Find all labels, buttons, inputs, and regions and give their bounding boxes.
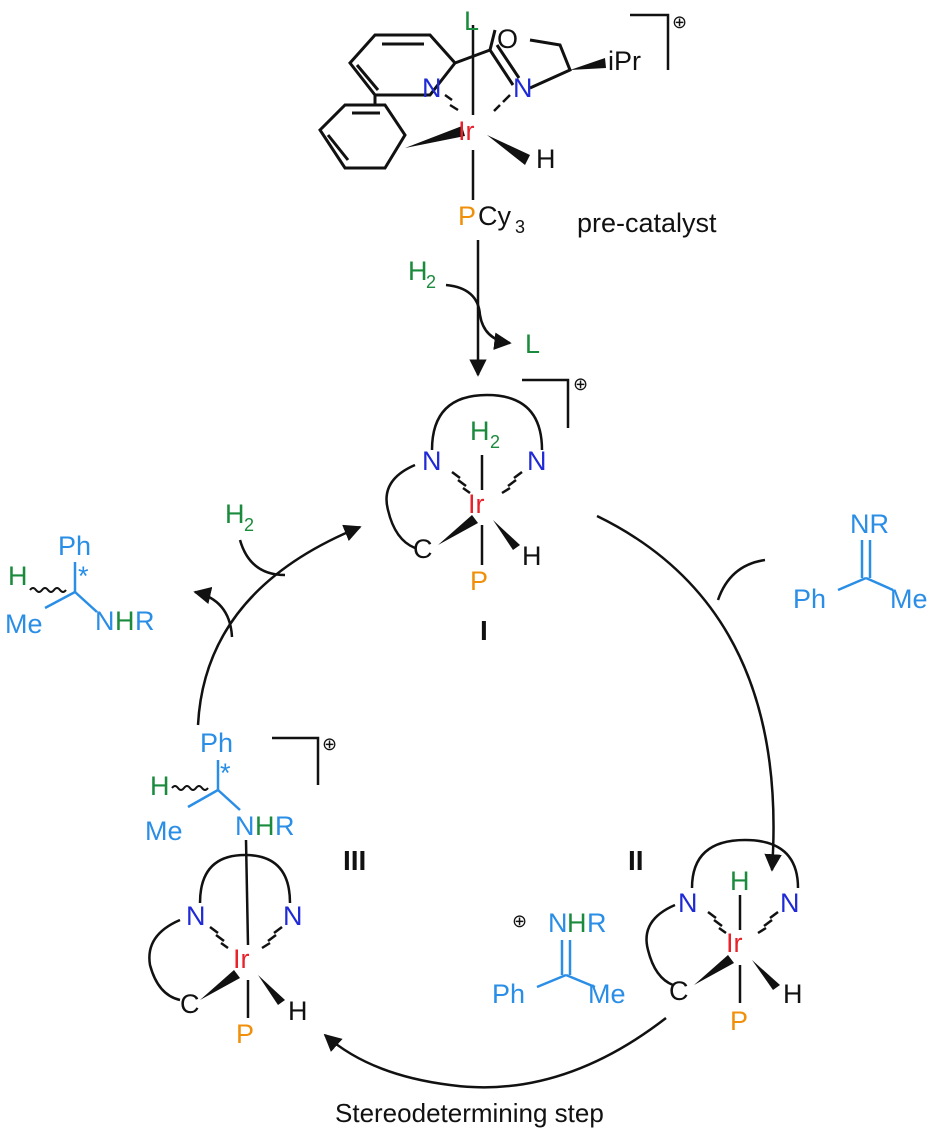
III-phosphorus: P (236, 1019, 254, 1049)
III-hydride: H (288, 996, 308, 1026)
II-iridium: Ir (726, 928, 743, 958)
precatalyst-structure (318, 13, 670, 200)
cycle-arrow-III-to-I (196, 524, 362, 726)
activation-curly-arrow (445, 283, 512, 350)
I-h2-h: H (470, 416, 490, 446)
III-charge: ⊕ (322, 734, 337, 754)
intermediate-II-structure (645, 838, 800, 1003)
substrate-in-arrow (716, 558, 766, 601)
precatalyst-charge: ⊕ (672, 12, 687, 32)
product-methyl: Me (5, 609, 43, 639)
isopropyl-label: iPr (608, 46, 641, 76)
pcy3-subscript: 3 (515, 217, 525, 237)
II-hydride: H (783, 979, 803, 1009)
cycle-arrow-I-to-II (596, 514, 782, 872)
III-n: N (235, 811, 255, 841)
III-carbon: C (180, 989, 200, 1019)
III-iridium: Ir (233, 944, 250, 974)
stereodetermining-caption: Stereodetermining step (335, 1098, 604, 1128)
III-nitrogen-right: N (283, 901, 303, 931)
III-stereo-star: * (220, 758, 231, 788)
imine-phenyl: Ph (793, 584, 826, 614)
product-nh-h: H (115, 606, 135, 636)
intermediate-I-structure (385, 378, 570, 565)
imine-nr: NR (850, 509, 889, 539)
precatalyst-ligand-l: L (464, 6, 479, 36)
product-n: N (95, 606, 115, 636)
II-carbon: C (669, 976, 689, 1006)
cycle-h2-h: H (225, 499, 245, 529)
II-label: II (628, 845, 644, 876)
activation-h2-subscript: 2 (426, 272, 436, 292)
I-iridium: Ir (468, 489, 485, 519)
cycle-h2-subscript: 2 (244, 515, 254, 535)
product-phenyl: Ph (58, 531, 91, 561)
I-charge: ⊕ (573, 374, 588, 394)
iminium-structure (536, 940, 596, 989)
pcy3-cyclohexyl: Cy (478, 201, 511, 231)
phenyl-ring (318, 103, 407, 170)
imine-methyl: Me (890, 584, 928, 614)
product-h: H (8, 561, 28, 591)
iminium-h: H (567, 908, 587, 938)
precatalyst-hydride: H (536, 144, 556, 174)
iminium-phenyl: Ph (492, 979, 525, 1009)
II-nitrogen-right: N (780, 888, 800, 918)
I-nitrogen-left: N (422, 446, 442, 476)
III-phenyl: Ph (200, 728, 233, 758)
pyridine-ring (348, 33, 457, 97)
III-h: H (150, 771, 170, 801)
pyridine-nitrogen: N (422, 73, 442, 103)
precatalyst-label: pre-catalyst (577, 208, 717, 238)
intermediate-III-structure (148, 736, 320, 1018)
I-hydride: H (522, 541, 542, 571)
h2-in-arrow (238, 539, 286, 577)
precatalyst-iridium: Ir (458, 116, 475, 146)
I-label: I (480, 615, 488, 646)
product-r: R (135, 606, 155, 636)
oxazoline-oxygen: O (497, 24, 518, 54)
iminium-r: R (587, 908, 607, 938)
released-ligand-l: L (525, 329, 540, 359)
II-nitrogen-left: N (678, 888, 698, 918)
amine-product-structure (29, 562, 98, 613)
iminium-charge: ⊕ (512, 911, 527, 931)
activation-h2-h: H (408, 256, 428, 286)
cycle-arrow-II-to-III (323, 1017, 667, 1089)
III-label: III (343, 845, 366, 876)
III-r: R (275, 811, 295, 841)
III-nh-h: H (255, 811, 275, 841)
III-nitrogen-left: N (186, 901, 206, 931)
I-h2-subscript: 2 (490, 432, 500, 452)
II-hydride-top: H (730, 866, 750, 896)
pcy3-phosphorus: P (458, 201, 476, 231)
oxazoline-nitrogen: N (513, 73, 533, 103)
product-stereo-star: * (78, 561, 89, 591)
product-out-arrow (193, 586, 234, 638)
iminium-n: N (548, 908, 568, 938)
III-methyl: Me (145, 816, 183, 846)
imine-substrate-structure (837, 540, 894, 592)
I-nitrogen-right: N (527, 446, 547, 476)
I-carbon: C (413, 534, 433, 564)
iminium-methyl: Me (588, 979, 626, 1009)
I-phosphorus: P (470, 566, 488, 596)
II-phosphorus: P (730, 1006, 748, 1036)
